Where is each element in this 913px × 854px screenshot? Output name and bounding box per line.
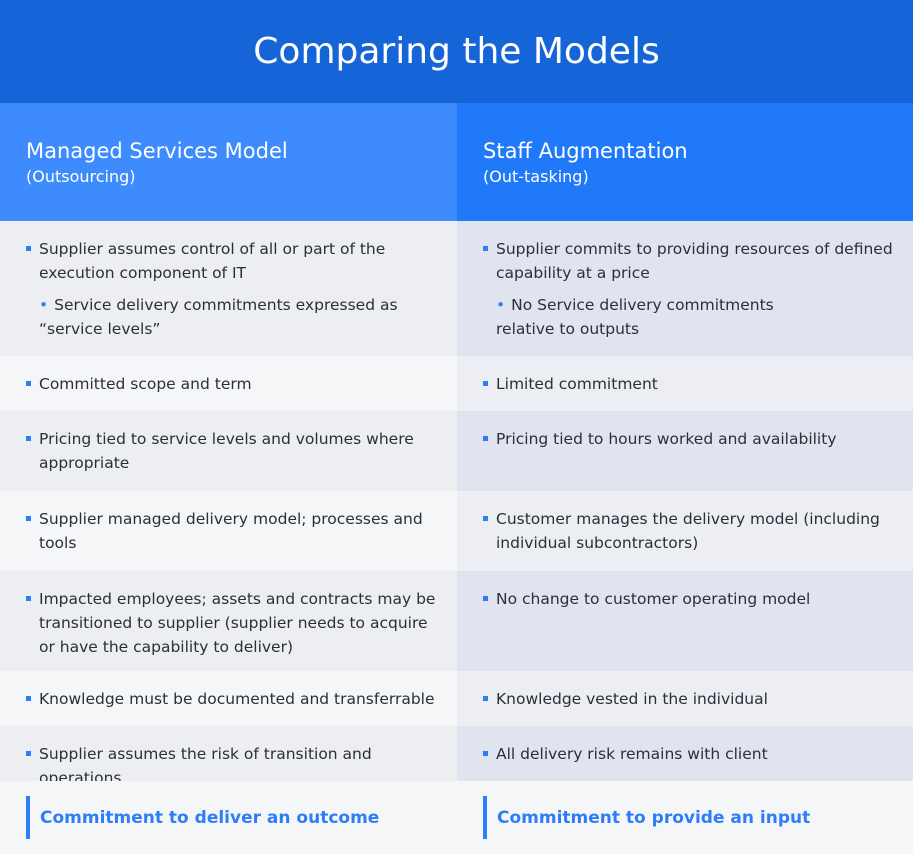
bullet-item: Pricing tied to service levels and volum…: [26, 427, 437, 475]
bullet-square-icon: [483, 436, 488, 441]
bullet-item: Supplier commits to providing resources …: [483, 237, 893, 285]
table-row: Supplier managed delivery model; process…: [0, 491, 913, 571]
summary-footer: Commitment to deliver an outcome Commitm…: [0, 781, 913, 854]
bullet-text: Knowledge must be documented and transfe…: [39, 690, 435, 708]
table-cell-managed: Pricing tied to service levels and volum…: [0, 411, 457, 491]
sub-bullet-dot-icon: •: [496, 296, 506, 314]
table-cell-staff: Knowledge vested in the individual: [457, 671, 913, 726]
column-heading: Staff Augmentation: [483, 139, 688, 163]
table-cell-managed: Impacted employees; assets and contracts…: [0, 571, 457, 671]
bullet-text: Pricing tied to hours worked and availab…: [496, 430, 837, 448]
bullet-item: No change to customer operating model: [483, 587, 893, 611]
column-subheading: (Outsourcing): [26, 167, 136, 186]
bullet-square-icon: [26, 436, 31, 441]
bullet-text: Customer manages the delivery model (inc…: [496, 510, 880, 552]
bullet-item: All delivery risk remains with client: [483, 742, 893, 766]
table-cell-managed: Supplier assumes control of all or part …: [0, 221, 457, 356]
table-cell-staff: Limited commitment: [457, 356, 913, 411]
bullet-square-icon: [26, 596, 31, 601]
summary-staff-augmentation: Commitment to provide an input: [483, 796, 810, 839]
column-header-staff-augmentation: Staff Augmentation (Out-tasking): [457, 103, 913, 221]
table-row: Knowledge must be documented and transfe…: [0, 671, 913, 726]
summary-managed-services: Commitment to deliver an outcome: [26, 796, 379, 839]
bullet-item: Limited commitment: [483, 372, 893, 396]
table-row: Committed scope and term Limited commitm…: [0, 356, 913, 411]
bullet-text: Impacted employees; assets and contracts…: [39, 590, 436, 656]
bullet-square-icon: [483, 696, 488, 701]
column-subheading: (Out-tasking): [483, 167, 589, 186]
table-row: Impacted employees; assets and contracts…: [0, 571, 913, 671]
bullet-text: Supplier managed delivery model; process…: [39, 510, 423, 552]
table-cell-staff: Supplier commits to providing resources …: [457, 221, 913, 356]
column-heading: Managed Services Model: [26, 139, 288, 163]
table-cell-managed: Knowledge must be documented and transfe…: [0, 671, 457, 726]
bullet-text: Supplier commits to providing resources …: [496, 240, 893, 282]
bullet-item: Knowledge vested in the individual: [483, 687, 893, 711]
bullet-text: Limited commitment: [496, 375, 658, 393]
table-cell-managed: Supplier managed delivery model; process…: [0, 491, 457, 571]
table-cell-managed: Supplier assumes the risk of transition …: [0, 726, 457, 787]
bullet-square-icon: [483, 381, 488, 386]
bullet-square-icon: [26, 751, 31, 756]
bullet-item: Impacted employees; assets and contracts…: [26, 587, 437, 659]
table-cell-staff: No change to customer operating model: [457, 571, 913, 671]
title-bar: Comparing the Models: [0, 0, 913, 103]
sub-bullet-text: Service delivery commitments expressed a…: [39, 296, 398, 338]
table-cell-staff: All delivery risk remains with client: [457, 726, 913, 781]
table-row: Supplier assumes control of all or part …: [0, 221, 913, 356]
bullet-square-icon: [26, 696, 31, 701]
bullet-text: No change to customer operating model: [496, 590, 811, 608]
bullet-square-icon: [26, 246, 31, 251]
sub-bullet-item: •Service delivery commitments expressed …: [26, 293, 437, 341]
bullet-item: Committed scope and term: [26, 372, 437, 396]
bullet-square-icon: [483, 751, 488, 756]
bullet-text: All delivery risk remains with client: [496, 745, 768, 763]
bullet-item: Pricing tied to hours worked and availab…: [483, 427, 893, 451]
page-title: Comparing the Models: [253, 31, 660, 72]
column-header-managed-services: Managed Services Model (Outsourcing): [0, 103, 457, 221]
bullet-square-icon: [26, 381, 31, 386]
comparison-table: Supplier assumes control of all or part …: [0, 221, 913, 787]
bullet-text: Committed scope and term: [39, 375, 252, 393]
table-cell-staff: Pricing tied to hours worked and availab…: [457, 411, 913, 491]
table-cell-managed: Committed scope and term: [0, 356, 457, 411]
bullet-square-icon: [26, 516, 31, 521]
bullet-square-icon: [483, 246, 488, 251]
bullet-text: Knowledge vested in the individual: [496, 690, 768, 708]
bullet-square-icon: [483, 596, 488, 601]
bullet-item: Customer manages the delivery model (inc…: [483, 507, 893, 555]
bullet-text: Pricing tied to service levels and volum…: [39, 430, 414, 472]
bullet-item: Supplier managed delivery model; process…: [26, 507, 437, 555]
sub-bullet-dot-icon: •: [39, 296, 49, 314]
table-row: Pricing tied to service levels and volum…: [0, 411, 913, 491]
sub-bullet-text: No Service delivery commitments relative…: [496, 296, 774, 338]
table-row: Supplier assumes the risk of transition …: [0, 726, 913, 787]
bullet-item: Supplier assumes control of all or part …: [26, 237, 437, 285]
table-cell-staff: Customer manages the delivery model (inc…: [457, 491, 913, 571]
bullet-square-icon: [483, 516, 488, 521]
sub-bullet-item: •No Service delivery commitments relativ…: [483, 293, 893, 341]
bullet-text: Supplier assumes control of all or part …: [39, 240, 386, 282]
bullet-item: Knowledge must be documented and transfe…: [26, 687, 437, 711]
